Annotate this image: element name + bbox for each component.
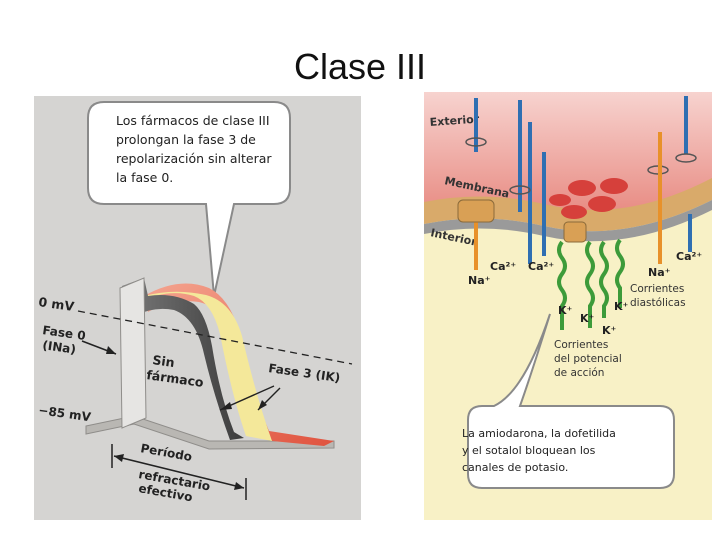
label-diastolicas-line2: diastólicas — [630, 297, 686, 309]
callout-line-3: repolarización sin alterar — [116, 151, 272, 166]
membrane-lower-edge — [424, 200, 712, 242]
na-channel-pore — [457, 199, 495, 223]
ion-ca-right: Ca²⁺ — [676, 250, 702, 263]
refractory-arrowhead-right — [234, 482, 244, 490]
label-exterior: Exterior — [429, 113, 480, 129]
k-channel — [615, 238, 625, 308]
ion-k-2: K⁺ — [580, 312, 595, 325]
label-fase0-line1: Fase 0 — [42, 323, 87, 343]
ap-yellow-band — [138, 291, 272, 441]
red-cell — [561, 205, 587, 219]
callout-right-line-1: La amiodarona, la dofetilida — [462, 427, 616, 440]
red-cell — [549, 194, 571, 206]
label-0mv: 0 mV — [38, 294, 76, 314]
membrane-channels-diagram: Exterior Membrana Interior Na⁺ Ca²⁺ Ca²⁺… — [424, 92, 712, 520]
label-diastolicas-line1: Corrientes — [630, 283, 684, 295]
label-potencial-line2: del potencial — [554, 353, 622, 365]
label-fase0-line2: (INa) — [42, 338, 77, 357]
ion-na-right: Na⁺ — [648, 266, 671, 279]
channel-ring — [509, 185, 531, 195]
channel-ring — [465, 137, 487, 147]
label-potencial-line3: de acción — [554, 367, 604, 379]
k-channel — [599, 240, 609, 318]
membrane-channels-panel: Exterior Membrana Interior Na⁺ Ca²⁺ Ca²⁺… — [424, 92, 712, 520]
ion-ca-1: Ca²⁺ — [490, 260, 516, 273]
red-cell — [600, 178, 628, 194]
dashed-line-0mv — [77, 310, 353, 365]
refractory-arrow — [113, 455, 245, 489]
callout-line-2: prolongan la fase 3 de — [116, 132, 256, 147]
callout-bubble — [87, 101, 291, 297]
phase0-upstroke — [119, 277, 147, 429]
exterior-region — [424, 92, 712, 228]
k-channel — [585, 240, 595, 328]
action-potential-panel: Los fármacos de clase III prolongan la f… — [34, 96, 361, 520]
baseline-slab — [85, 415, 335, 450]
red-cell — [588, 196, 616, 212]
callout-line-1: Los fármacos de clase III — [116, 113, 270, 128]
channel-ring — [675, 153, 697, 163]
ion-k-1: K⁺ — [558, 304, 573, 317]
callout-line-4: la fase 0. — [116, 170, 173, 185]
label-sin-line1: Sin — [152, 352, 176, 370]
arrowhead-fase3-b — [258, 400, 267, 410]
label-potencial-line1: Corrientes — [554, 339, 608, 351]
slide-title: Clase III — [293, 46, 427, 87]
refractory-arrowhead-left — [114, 454, 124, 462]
action-potential-diagram: Los fármacos de clase III prolongan la f… — [34, 96, 361, 520]
ion-ca-2: Ca²⁺ — [528, 260, 554, 273]
callout-right-line-3: canales de potasio. — [462, 461, 568, 474]
k-channel — [557, 240, 567, 330]
ion-k-4: K⁺ — [602, 324, 617, 337]
arrowhead-fase3-a — [220, 402, 232, 410]
callout-right-line-2: y el sotalol bloquean los — [462, 444, 596, 457]
ion-na-left: Na⁺ — [468, 274, 491, 287]
arrowhead-fase0 — [106, 346, 116, 354]
ion-k-3: K⁺ — [614, 300, 629, 313]
red-cell — [568, 180, 596, 196]
callout-bubble-right — [467, 313, 675, 489]
ca-channel-pore — [563, 221, 587, 243]
membrane-band — [424, 178, 712, 232]
